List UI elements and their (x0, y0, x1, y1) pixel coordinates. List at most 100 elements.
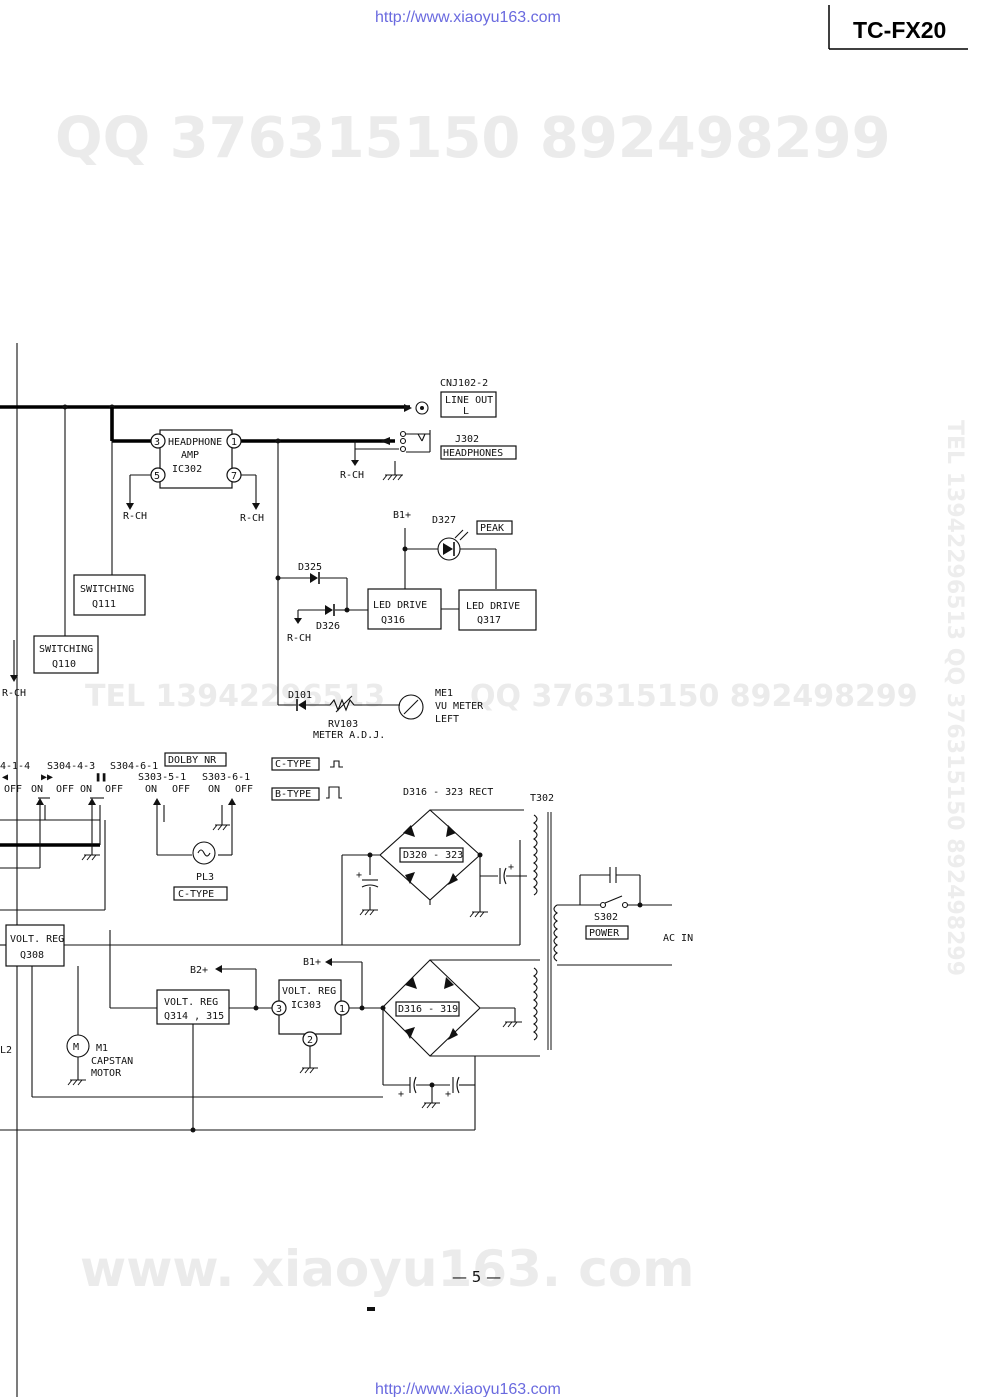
rch-label-1: R-CH (123, 511, 147, 522)
switch-3-on: ON (80, 784, 92, 795)
cap-plus-4: + (445, 1089, 451, 1100)
watermark-vertical: TEL 13942296513 QQ 376315150 892498299 (942, 420, 967, 976)
line-out-ref: CNJ102-2 (440, 378, 488, 389)
switch-2-on: ON (31, 784, 43, 795)
dolby-switch-2: S303-6-1 (202, 772, 250, 783)
hp-amp-pin5: 5 (154, 471, 160, 482)
page-number: — 5 — (452, 1268, 501, 1286)
vu-meter-icon (398, 694, 424, 720)
led-drive-1-ref: Q316 (381, 615, 405, 626)
ic303-pin1: 1 (339, 1004, 345, 1015)
cap-plus-3: + (398, 1089, 404, 1100)
switching-blocks: SWITCHING Q111 SWITCHING Q110 R-CH (2, 574, 146, 699)
motor-symbol: M (73, 1042, 79, 1053)
watermark-www: www. xiaoyu163. com (80, 1240, 694, 1298)
d101-label: D101 (288, 690, 312, 701)
ic303-supply: B1+ (303, 957, 321, 968)
peak-supply: B1+ (393, 510, 411, 521)
lamp-icon (192, 841, 216, 865)
pl3-label: PL3 (196, 872, 214, 883)
rv103-adj-label: METER A.D.J. (313, 730, 385, 741)
motor-edge-label: L2 (0, 1045, 12, 1056)
capstan-motor: M M1 CAPSTAN MOTOR L2 (0, 1034, 133, 1086)
function-switches: 4-1-4 S304-4-3 S304-6-1 ◀ ▶▶ ❚❚ OFF ON O… (0, 761, 158, 868)
switch-2-ref: S304-4-3 (47, 761, 95, 772)
volt-reg-q308: VOLT. REG Q308 (5, 924, 65, 967)
hp-amp-title2: AMP (181, 450, 199, 461)
cap-plus-2: + (508, 862, 514, 873)
b-type-pulse-icon (326, 786, 342, 799)
q314-title: VOLT. REG (164, 997, 218, 1008)
watermark-tel: TEL 13942296513 (85, 679, 385, 714)
headphones-label: HEADPHONES (443, 448, 503, 459)
print-speck (367, 1307, 375, 1311)
power-label: POWER (589, 928, 620, 939)
cap-plus: + (356, 870, 362, 881)
hp-amp-title: HEADPHONE (168, 437, 222, 448)
peak-label: PEAK (480, 523, 504, 534)
c-type-label: C-TYPE (275, 759, 311, 770)
switch-1-off: OFF (4, 784, 22, 795)
pause-icon: ❚❚ (95, 772, 107, 783)
volt-reg-ic303: B1+ VOLT. REG IC303 3 1 2 (271, 957, 386, 1074)
switch-1-ref: 4-1-4 (0, 761, 30, 772)
hp-amp-ref: IC302 (172, 464, 202, 475)
led-drive-2-ref: Q317 (477, 615, 501, 626)
dolby-s2-off: OFF (235, 784, 253, 795)
vu-meter-ref: ME1 (435, 688, 453, 699)
ic303-ref: IC303 (291, 1000, 321, 1011)
hp-amp-pin7: 7 (231, 471, 237, 482)
d326-label: D326 (316, 621, 340, 632)
d325-label: D325 (298, 562, 322, 573)
headphones-jack: J302 HEADPHONES R-CH (340, 430, 517, 481)
motor-ref: M1 (96, 1043, 108, 1054)
s302-label: S302 (594, 912, 618, 923)
rewind-icon: ◀ (2, 772, 8, 783)
rect-top-bridge: D320 - 323 (403, 850, 463, 861)
dolby-s2-on: ON (208, 784, 220, 795)
led-drive-1-title: LED DRIVE (373, 600, 427, 611)
watermark-qq-mid: QQ 376315150 892498299 (470, 679, 918, 714)
c-type-pulse-icon (330, 760, 343, 768)
rectifier-bottom: D316 - 319 + + (381, 959, 540, 1130)
q308-title: VOLT. REG (10, 934, 64, 945)
rch-label-4: R-CH (287, 633, 311, 644)
headphones-ref: J302 (455, 434, 479, 445)
rch-label-3: R-CH (340, 470, 364, 481)
fast-forward-icon: ▶▶ (41, 772, 53, 783)
switching-1-ref: Q111 (92, 599, 116, 610)
rv103-label: RV103 (328, 719, 358, 730)
rch-label-5: R-CH (2, 688, 26, 699)
hp-amp-pin1: 1 (231, 437, 237, 448)
signal-wiring (0, 343, 521, 1397)
switching-1-title: SWITCHING (80, 584, 134, 595)
switching-2-title: SWITCHING (39, 644, 93, 655)
b2-label: B2+ (190, 965, 208, 976)
dolby-s1-off: OFF (172, 784, 190, 795)
ic303-title: VOLT. REG (282, 986, 336, 997)
motor-label-1: CAPSTAN (91, 1056, 133, 1067)
dolby-nr-switches: DOLBY NR S303-5-1 S303-6-1 ON OFF ON OFF… (138, 752, 343, 901)
rectifier-top: D316 - 323 RECT D320 - 323 + + (341, 787, 527, 945)
switch-3-ref: S304-6-1 (110, 761, 158, 772)
dolby-switch-1: S303-5-1 (138, 772, 186, 783)
motor-label-2: MOTOR (91, 1068, 122, 1079)
power-transformer: T302 S302 POWER AC IN (530, 793, 693, 1050)
ic303-pin2: 2 (307, 1035, 313, 1046)
rch-label-2: R-CH (240, 513, 264, 524)
rect-top-label: D316 - 323 RECT (403, 787, 493, 798)
pl3-type: C-TYPE (178, 889, 214, 900)
line-out-label: LINE OUT (445, 395, 493, 406)
switch-3-off: OFF (105, 784, 123, 795)
q314-ref: Q314 , 315 (164, 1011, 224, 1022)
led-drive-circuit: D325 D326 R-CH LED DRIVE Q316 LED DRIVE … (287, 562, 537, 644)
line-out-channel: L (463, 406, 469, 417)
vu-meter-title: VU METER (435, 701, 484, 712)
vu-meter-channel: LEFT (435, 714, 459, 725)
switching-2-ref: Q110 (52, 659, 76, 670)
rect-bottom-bridge: D316 - 319 (398, 1004, 458, 1015)
peak-ref: D327 (432, 515, 456, 526)
source-url-bottom: http://www.xiaoyu163.com (375, 1381, 561, 1397)
